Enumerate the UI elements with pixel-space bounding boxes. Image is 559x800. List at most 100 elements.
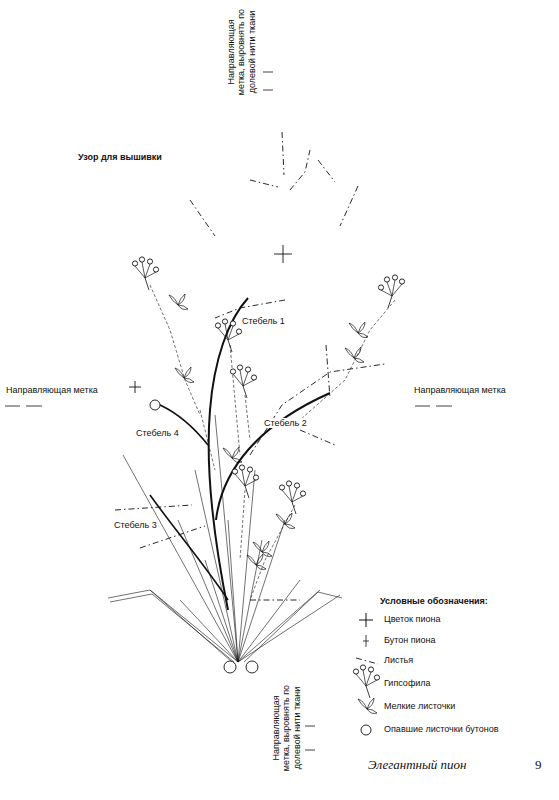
leaf-line	[250, 600, 300, 601]
gypsophila-flower	[253, 475, 258, 480]
gypsophila-flower	[368, 667, 373, 672]
leaf-line	[326, 345, 330, 398]
gypsophila-flower	[251, 375, 256, 380]
gypsophila-stem	[233, 374, 243, 386]
fallen-bud-leaf	[224, 661, 236, 673]
gypsophila-stem	[145, 278, 149, 290]
gypsophila-flower	[279, 485, 284, 490]
guide-note: Направляющая метка, выровнять по долевой…	[226, 6, 257, 98]
gypsophila-stem	[243, 386, 247, 398]
gypsophila-stem	[300, 300, 395, 420]
legend-text: Гипсофила	[384, 678, 431, 688]
peony-cross	[283, 245, 284, 263]
legend-text: Мелкие листочки	[384, 701, 455, 711]
gypsophila-flower	[147, 259, 152, 264]
thin-stem	[238, 580, 300, 662]
gypsophila-stem	[225, 324, 228, 340]
gypsophila-stem	[292, 496, 303, 502]
gypsophila-flower	[245, 367, 250, 372]
gypsophila-stem	[282, 490, 292, 502]
guide-dash	[415, 406, 430, 407]
peony-cross	[366, 613, 367, 627]
gypsophila-stem	[363, 670, 366, 686]
gypsophila-flower	[294, 483, 299, 488]
leaf-line	[300, 430, 335, 445]
gypsophila-flower	[230, 369, 235, 374]
gypsophila-flower	[247, 467, 252, 472]
peony-cross	[135, 381, 136, 393]
leaf-line	[356, 658, 378, 664]
gypsophila-stem	[235, 474, 245, 486]
stem-4	[160, 405, 208, 445]
gypsophila-flower	[353, 669, 358, 674]
gypsophila-flower	[222, 319, 227, 324]
legend-text: Цветок пиона	[384, 614, 440, 624]
leaf-outline	[244, 592, 342, 662]
gypsophila-stem	[230, 345, 240, 455]
thin-stem	[195, 470, 238, 662]
gypsophila-stem	[240, 370, 243, 386]
leaf-line	[318, 160, 335, 182]
stem-3	[150, 495, 228, 600]
small-leaflet	[175, 367, 194, 383]
gypsophila-stem	[135, 266, 145, 278]
gypsophila-stem	[218, 328, 228, 340]
gypsophila-flower	[360, 665, 365, 670]
thin-stem	[238, 470, 255, 662]
gypsophila-flower	[232, 469, 237, 474]
gypsophila-stem	[228, 334, 239, 340]
gypsophila-stem	[366, 680, 377, 686]
leaf-outline	[108, 590, 232, 662]
stem-2	[216, 393, 330, 520]
small-leaflet	[276, 513, 295, 529]
gypsophila-stem	[245, 480, 256, 486]
gypsophila-stem	[142, 262, 145, 278]
gypsophila-stem	[250, 505, 295, 600]
guide-label: Направляющая метка	[414, 385, 506, 395]
stem-label: Стебель 4	[134, 428, 181, 438]
thin-stem	[238, 520, 285, 662]
guide-label: Направляющая метка	[6, 385, 98, 395]
gypsophila-stem	[292, 502, 296, 514]
gypsophila-flower	[399, 279, 404, 284]
gypsophila-flower	[237, 365, 242, 370]
gypsophila-flower	[384, 277, 389, 282]
gypsophila-stem	[245, 486, 249, 498]
leaf-line	[190, 200, 215, 236]
leaf-line	[250, 180, 278, 187]
gypsophila-stem	[228, 340, 232, 352]
footer-title: Элегантный пион	[368, 758, 467, 773]
legend-text: Листья	[384, 655, 413, 665]
thin-stem	[123, 455, 238, 662]
gypsophila-flower	[392, 275, 397, 280]
leaf-line	[115, 505, 192, 510]
stem-label: Стебель 2	[262, 418, 309, 428]
gypsophila-stem	[392, 280, 395, 296]
gypsophila-flower	[139, 257, 144, 262]
guide-dash	[263, 90, 273, 91]
gypsophila-stem	[366, 686, 370, 698]
gypsophila-stem	[200, 410, 215, 470]
thin-stem	[180, 600, 238, 662]
thin-stem	[238, 595, 340, 662]
gypsophila-stem	[240, 490, 245, 560]
gypsophila-flower	[132, 261, 137, 266]
guide-note: Направляющая метка, выровнять по долевой…	[271, 682, 302, 774]
gypsophila-stem	[356, 674, 366, 686]
thin-stem	[228, 520, 238, 662]
fallen-bud-leaf	[246, 661, 258, 673]
gypsophila-stem	[242, 470, 245, 486]
gypsophila-stem	[381, 290, 392, 296]
gypsophila-stem	[150, 285, 200, 415]
gypsophila-flower	[374, 675, 379, 680]
small-leaflet	[247, 554, 266, 570]
fallen-bud-leaf	[150, 400, 160, 410]
small-leaflet	[345, 347, 364, 363]
guide-dash	[5, 406, 20, 407]
leaf-line	[250, 364, 385, 455]
stem-1	[209, 298, 248, 610]
gypsophila-stem	[392, 284, 402, 296]
thin-stem	[238, 590, 320, 662]
gypsophila-stem	[243, 380, 254, 386]
small-leaflet	[223, 447, 242, 463]
